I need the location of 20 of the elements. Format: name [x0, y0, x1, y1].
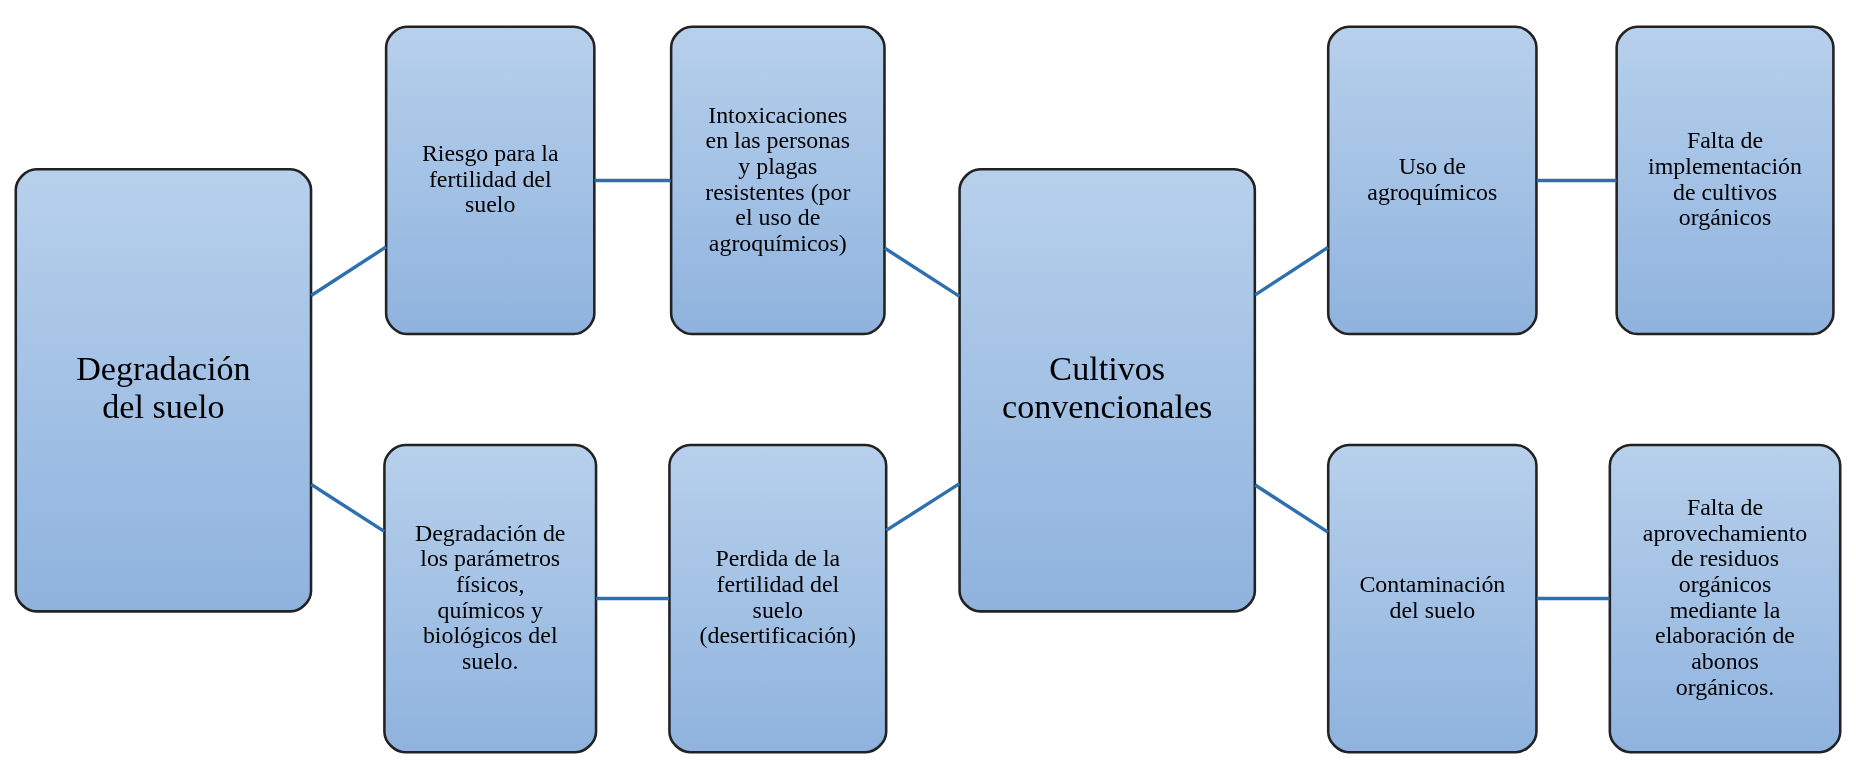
connector: [1536, 178, 1617, 183]
node-box: Cultivos convencionales: [958, 168, 1257, 613]
connector: [1254, 483, 1329, 534]
connector: [596, 596, 670, 601]
node-box: Falta de implementación de cultivos orgánicos: [1615, 25, 1835, 336]
node-box: Intoxicaciones en las personas y plagas resistentes (por el uso de agroquímicos): [669, 25, 886, 336]
node-box: Riesgo para la fertilidad del suelo: [384, 25, 596, 336]
node-box: Degradación del suelo: [14, 168, 313, 613]
connector: [1536, 596, 1610, 601]
connector: [594, 178, 671, 183]
node-box: Degradación de los parámetros físicos, químicos y biológicos del suelo.: [383, 443, 598, 754]
node-box: Contaminación del suelo: [1326, 443, 1538, 754]
connector: [884, 246, 961, 298]
node-box: Uso de agroquímicos: [1326, 25, 1538, 336]
connector: [310, 482, 386, 533]
node-box: Perdida de la fertilidad del suelo (desertificación): [668, 443, 888, 754]
connector: [885, 482, 961, 532]
node-box: Falta de aprovechamiento de residuos orgánicos mediante la elaboración de abonos orgánicos.: [1608, 443, 1842, 754]
connector: [1254, 246, 1329, 297]
connector: [310, 245, 387, 297]
